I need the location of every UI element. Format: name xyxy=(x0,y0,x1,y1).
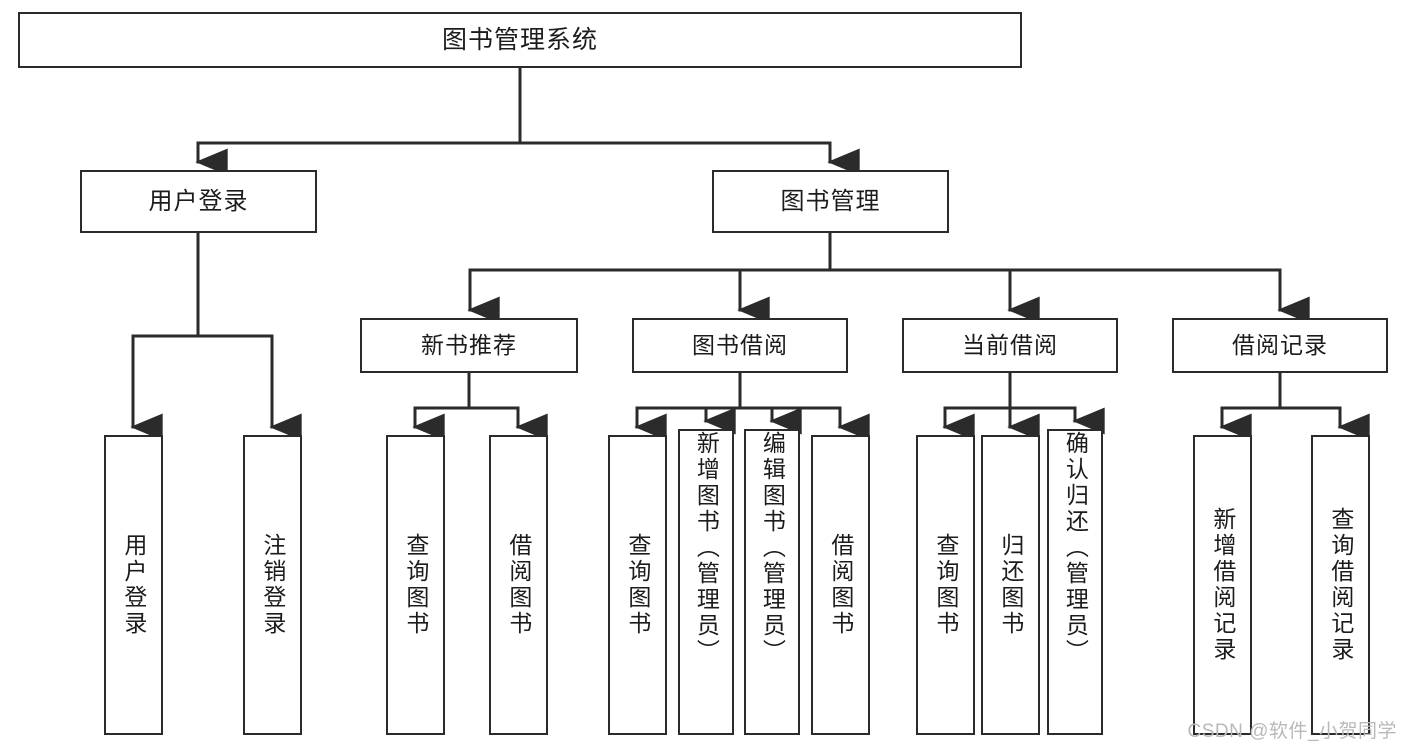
leaf-user-login-login[interactable]: 用户登录 xyxy=(104,435,163,735)
node-label: 查询借阅记录 xyxy=(1327,507,1354,663)
node-current-borrow[interactable]: 当前借阅 xyxy=(902,318,1118,373)
node-label: 确认归还（管理员） xyxy=(1062,431,1089,665)
leaf-new-book-query[interactable]: 查询图书 xyxy=(386,435,445,735)
node-label: 归还图书 xyxy=(997,533,1024,637)
node-label: 图书管理系统 xyxy=(441,25,598,54)
node-root-system[interactable]: 图书管理系统 xyxy=(18,12,1022,68)
node-label: 注销登录 xyxy=(259,533,286,637)
leaf-current-confirm-return[interactable]: 确认归还（管理员） xyxy=(1047,429,1103,735)
node-label: 编辑图书（管理员） xyxy=(759,431,786,665)
node-label: 新增借阅记录 xyxy=(1209,507,1236,663)
node-label: 图书管理 xyxy=(780,187,881,215)
node-label: 借阅图书 xyxy=(827,533,854,637)
node-label: 当前借阅 xyxy=(962,332,1058,359)
leaf-current-query-book[interactable]: 查询图书 xyxy=(916,435,975,735)
node-book-borrow[interactable]: 图书借阅 xyxy=(632,318,848,373)
leaf-records-add-record[interactable]: 新增借阅记录 xyxy=(1193,435,1252,735)
node-label: 借阅图书 xyxy=(505,533,532,637)
node-label: 查询图书 xyxy=(624,533,651,637)
node-label: 新增图书（管理员） xyxy=(693,431,720,665)
node-label: 查询图书 xyxy=(932,533,959,637)
node-label: 用户登录 xyxy=(120,533,147,637)
watermark-text: CSDN @软件_小贺同学 xyxy=(1187,721,1397,742)
node-borrow-records[interactable]: 借阅记录 xyxy=(1172,318,1388,373)
leaf-borrow-query-book[interactable]: 查询图书 xyxy=(608,435,667,735)
node-label: 新书推荐 xyxy=(421,332,517,359)
node-new-book-recommend[interactable]: 新书推荐 xyxy=(360,318,578,373)
leaf-user-login-logout[interactable]: 注销登录 xyxy=(243,435,302,735)
node-label: 用户登录 xyxy=(148,187,249,215)
leaf-borrow-add-book[interactable]: 新增图书（管理员） xyxy=(678,429,734,735)
node-book-management[interactable]: 图书管理 xyxy=(712,170,949,233)
node-label: 查询图书 xyxy=(402,533,429,637)
leaf-records-query-record[interactable]: 查询借阅记录 xyxy=(1311,435,1370,735)
leaf-current-return-book[interactable]: 归还图书 xyxy=(981,435,1040,735)
node-label: 借阅记录 xyxy=(1232,332,1328,359)
leaf-borrow-borrow-book[interactable]: 借阅图书 xyxy=(811,435,870,735)
leaf-new-book-borrow[interactable]: 借阅图书 xyxy=(489,435,548,735)
node-user-login[interactable]: 用户登录 xyxy=(80,170,317,233)
leaf-borrow-edit-book[interactable]: 编辑图书（管理员） xyxy=(744,429,800,735)
node-label: 图书借阅 xyxy=(692,332,788,359)
